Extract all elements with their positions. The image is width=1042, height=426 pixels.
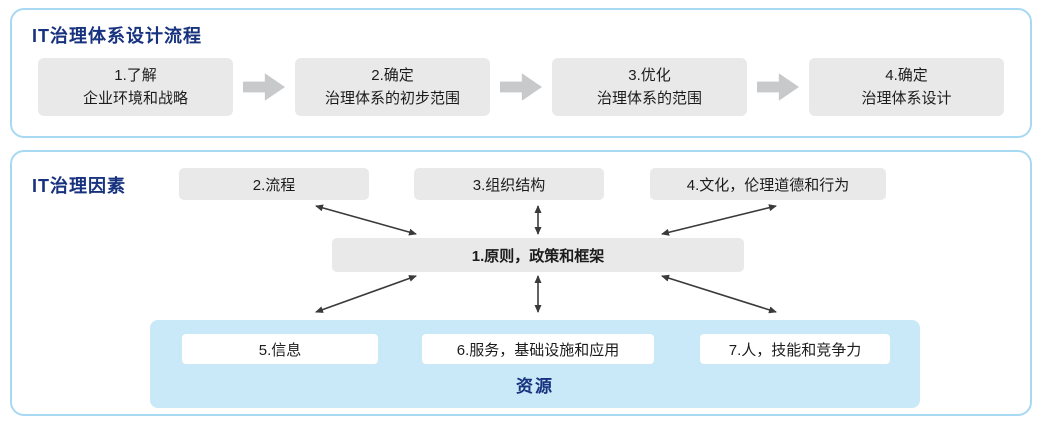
step-4-title: 4.确定 <box>885 66 928 84</box>
factors-panel: IT治理因素 2.流程 3.组织结构 4.文化，伦理道德和行为 1.原则，政策和… <box>10 150 1032 416</box>
factor-principles-policies-frameworks: 1.原则，政策和框架 <box>332 238 744 272</box>
factor-org-structure: 3.组织结构 <box>414 168 604 200</box>
factor-process: 2.流程 <box>179 168 369 200</box>
factor-services-infrastructure-apps: 6.服务，基础设施和应用 <box>422 334 654 364</box>
step-3-subtitle: 治理体系的范围 <box>596 90 702 107</box>
process-panel-title: IT治理体系设计流程 <box>32 26 202 46</box>
factor-culture-ethics-behavior: 4.文化，伦理道德和行为 <box>650 168 886 200</box>
factor-information: 5.信息 <box>182 334 378 364</box>
factors-panel-title: IT治理因素 <box>32 176 126 196</box>
process-panel: IT治理体系设计流程 1.了解 企业环境和战略 2.确定 治理体系的初步范围 3… <box>10 8 1032 138</box>
right-arrow-icon <box>757 73 799 101</box>
process-step-2: 2.确定 治理体系的初步范围 <box>295 58 490 116</box>
right-arrow-icon <box>500 73 542 101</box>
process-step-1: 1.了解 企业环境和战略 <box>38 58 233 116</box>
right-arrow-icon <box>243 73 285 101</box>
step-4-subtitle: 治理体系设计 <box>861 90 952 107</box>
process-step-4: 4.确定 治理体系设计 <box>809 58 1004 116</box>
process-flow: 1.了解 企业环境和战略 2.确定 治理体系的初步范围 3.优化 治理体系的范围… <box>38 58 1004 116</box>
resources-label: 资源 <box>516 377 554 396</box>
process-step-3: 3.优化 治理体系的范围 <box>552 58 747 116</box>
factor-people-skills-competencies: 7.人，技能和竞争力 <box>700 334 890 364</box>
step-2-title: 2.确定 <box>371 66 414 84</box>
step-1-subtitle: 企业环境和战略 <box>82 90 188 107</box>
step-3-title: 3.优化 <box>628 66 671 84</box>
resources-container: 5.信息 6.服务，基础设施和应用 7.人，技能和竞争力 资源 <box>150 320 920 408</box>
step-2-subtitle: 治理体系的初步范围 <box>324 90 460 107</box>
step-1-title: 1.了解 <box>114 66 157 84</box>
